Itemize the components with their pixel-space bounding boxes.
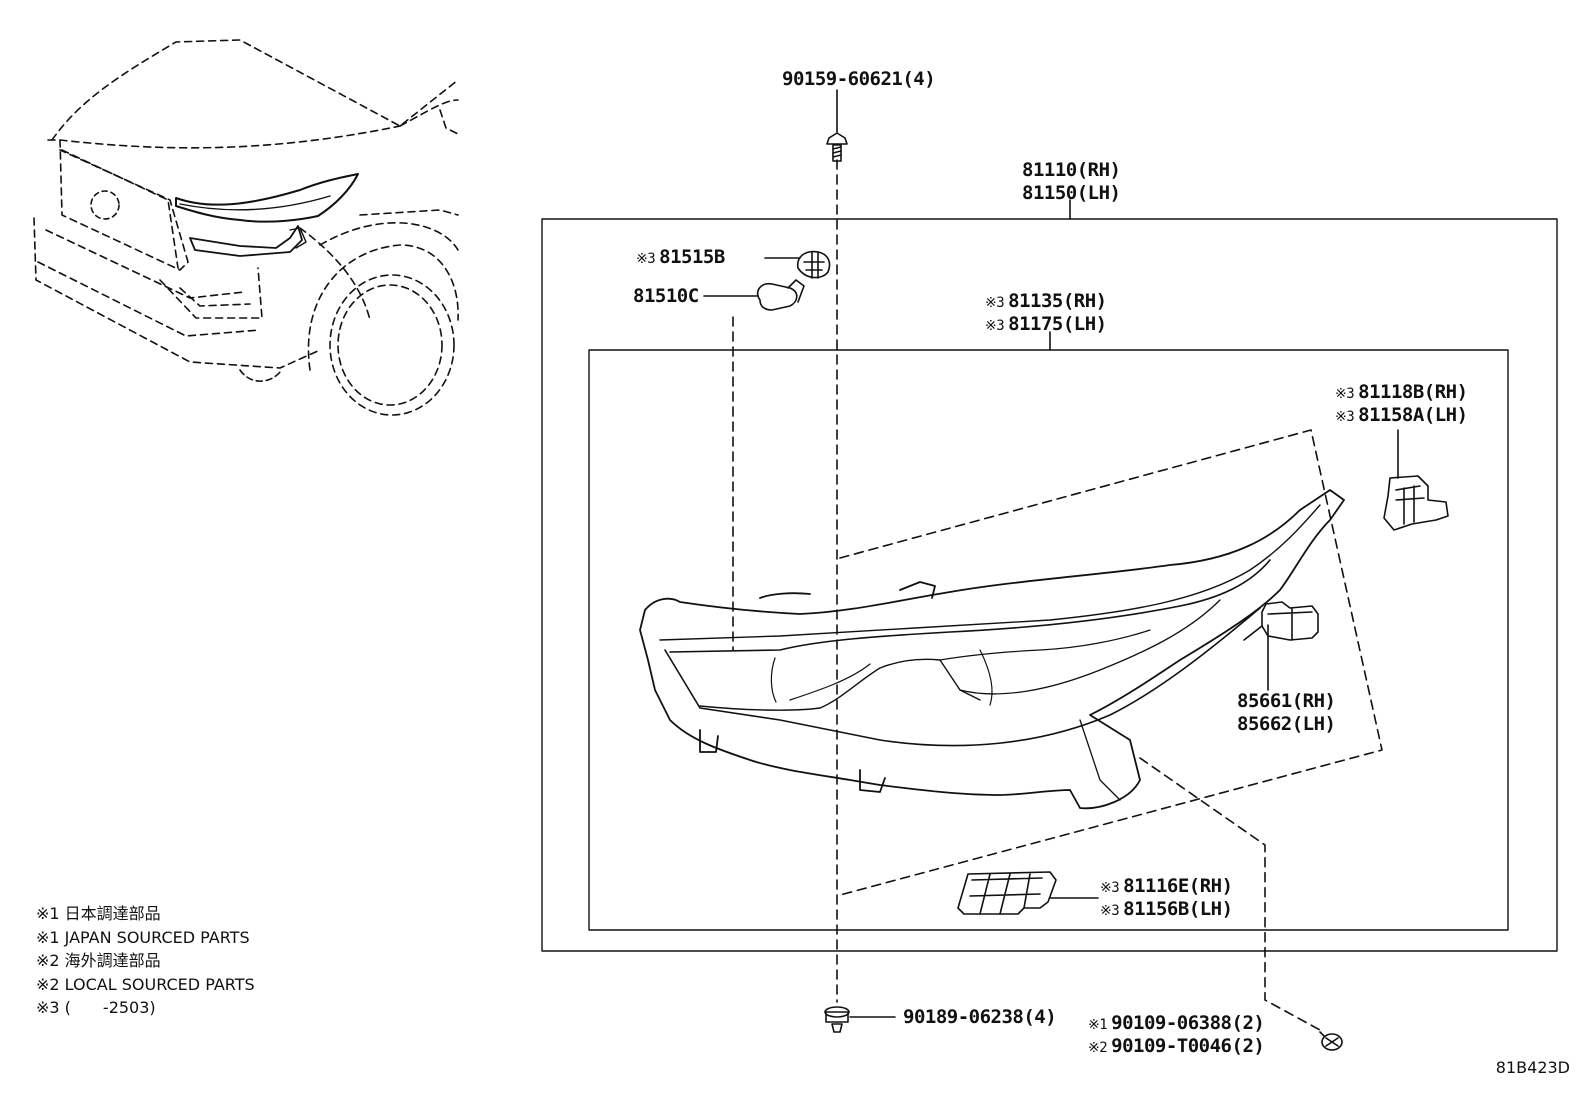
footnote-5: ※3 ( -2503) [36, 998, 156, 1017]
label-assembly-lh: 81150(LH) [1022, 182, 1121, 204]
footnote-2: ※1 JAPAN SOURCED PARTS [36, 928, 250, 947]
note-mark: ※3 [636, 251, 656, 267]
headlamp-unit-illustration [639, 489, 1345, 810]
label-lower-bracket-lh-text: 81156B(LH) [1123, 898, 1233, 920]
unit-outline [588, 349, 1509, 931]
note-mark: ※3 [985, 295, 1005, 311]
note-mark: ※2 [1088, 1040, 1108, 1056]
label-bolt-1-text: 90109-06388(2) [1111, 1012, 1265, 1034]
screw-bottom-icon [824, 1006, 850, 1033]
lower-bracket-icon [957, 871, 1057, 915]
connector-icon [1243, 601, 1319, 641]
label-bolt-2-text: 90109-T0046(2) [1111, 1035, 1265, 1057]
label-lower-bracket-rh-text: 81116E(RH) [1123, 875, 1233, 897]
label-screw-bottom: 90189-06238(4) [903, 1006, 1057, 1028]
label-bulb: 81510C [633, 285, 699, 307]
screw-top-icon [826, 132, 848, 162]
note-mark: ※3 [1335, 409, 1355, 425]
bulb-icon [756, 279, 805, 311]
diagram-code: 81B423D [1495, 1058, 1570, 1077]
label-upper-bracket-rh-text: 81118B(RH) [1358, 381, 1468, 403]
label-unit-rh-text: 81135(RH) [1008, 290, 1107, 312]
note-mark: ※1 [1088, 1017, 1108, 1033]
label-socket-text: 81515B [659, 246, 725, 268]
label-screw-top: 90159-60621(4) [782, 68, 936, 90]
socket-icon [796, 250, 831, 279]
footnote-3: ※2 海外調達部品 [36, 951, 161, 970]
note-mark: ※3 [1100, 880, 1120, 896]
label-unit-lh-text: 81175(LH) [1008, 313, 1107, 335]
vehicle-front-illustration [33, 39, 459, 416]
upper-bracket-icon [1383, 475, 1449, 531]
assembly-outline [541, 218, 1558, 952]
footnote-1: ※1 日本調達部品 [36, 904, 161, 923]
footnote-4: ※2 LOCAL SOURCED PARTS [36, 975, 255, 994]
note-mark: ※3 [1100, 903, 1120, 919]
label-upper-bracket-lh-text: 81158A(LH) [1358, 404, 1468, 426]
note-mark: ※3 [985, 318, 1005, 334]
note-mark: ※3 [1335, 386, 1355, 402]
label-connector-rh: 85661(RH) [1237, 690, 1336, 712]
label-connector-lh: 85662(LH) [1237, 713, 1336, 735]
bolt-icon [1319, 1031, 1343, 1051]
label-assembly-rh: 81110(RH) [1022, 159, 1121, 181]
